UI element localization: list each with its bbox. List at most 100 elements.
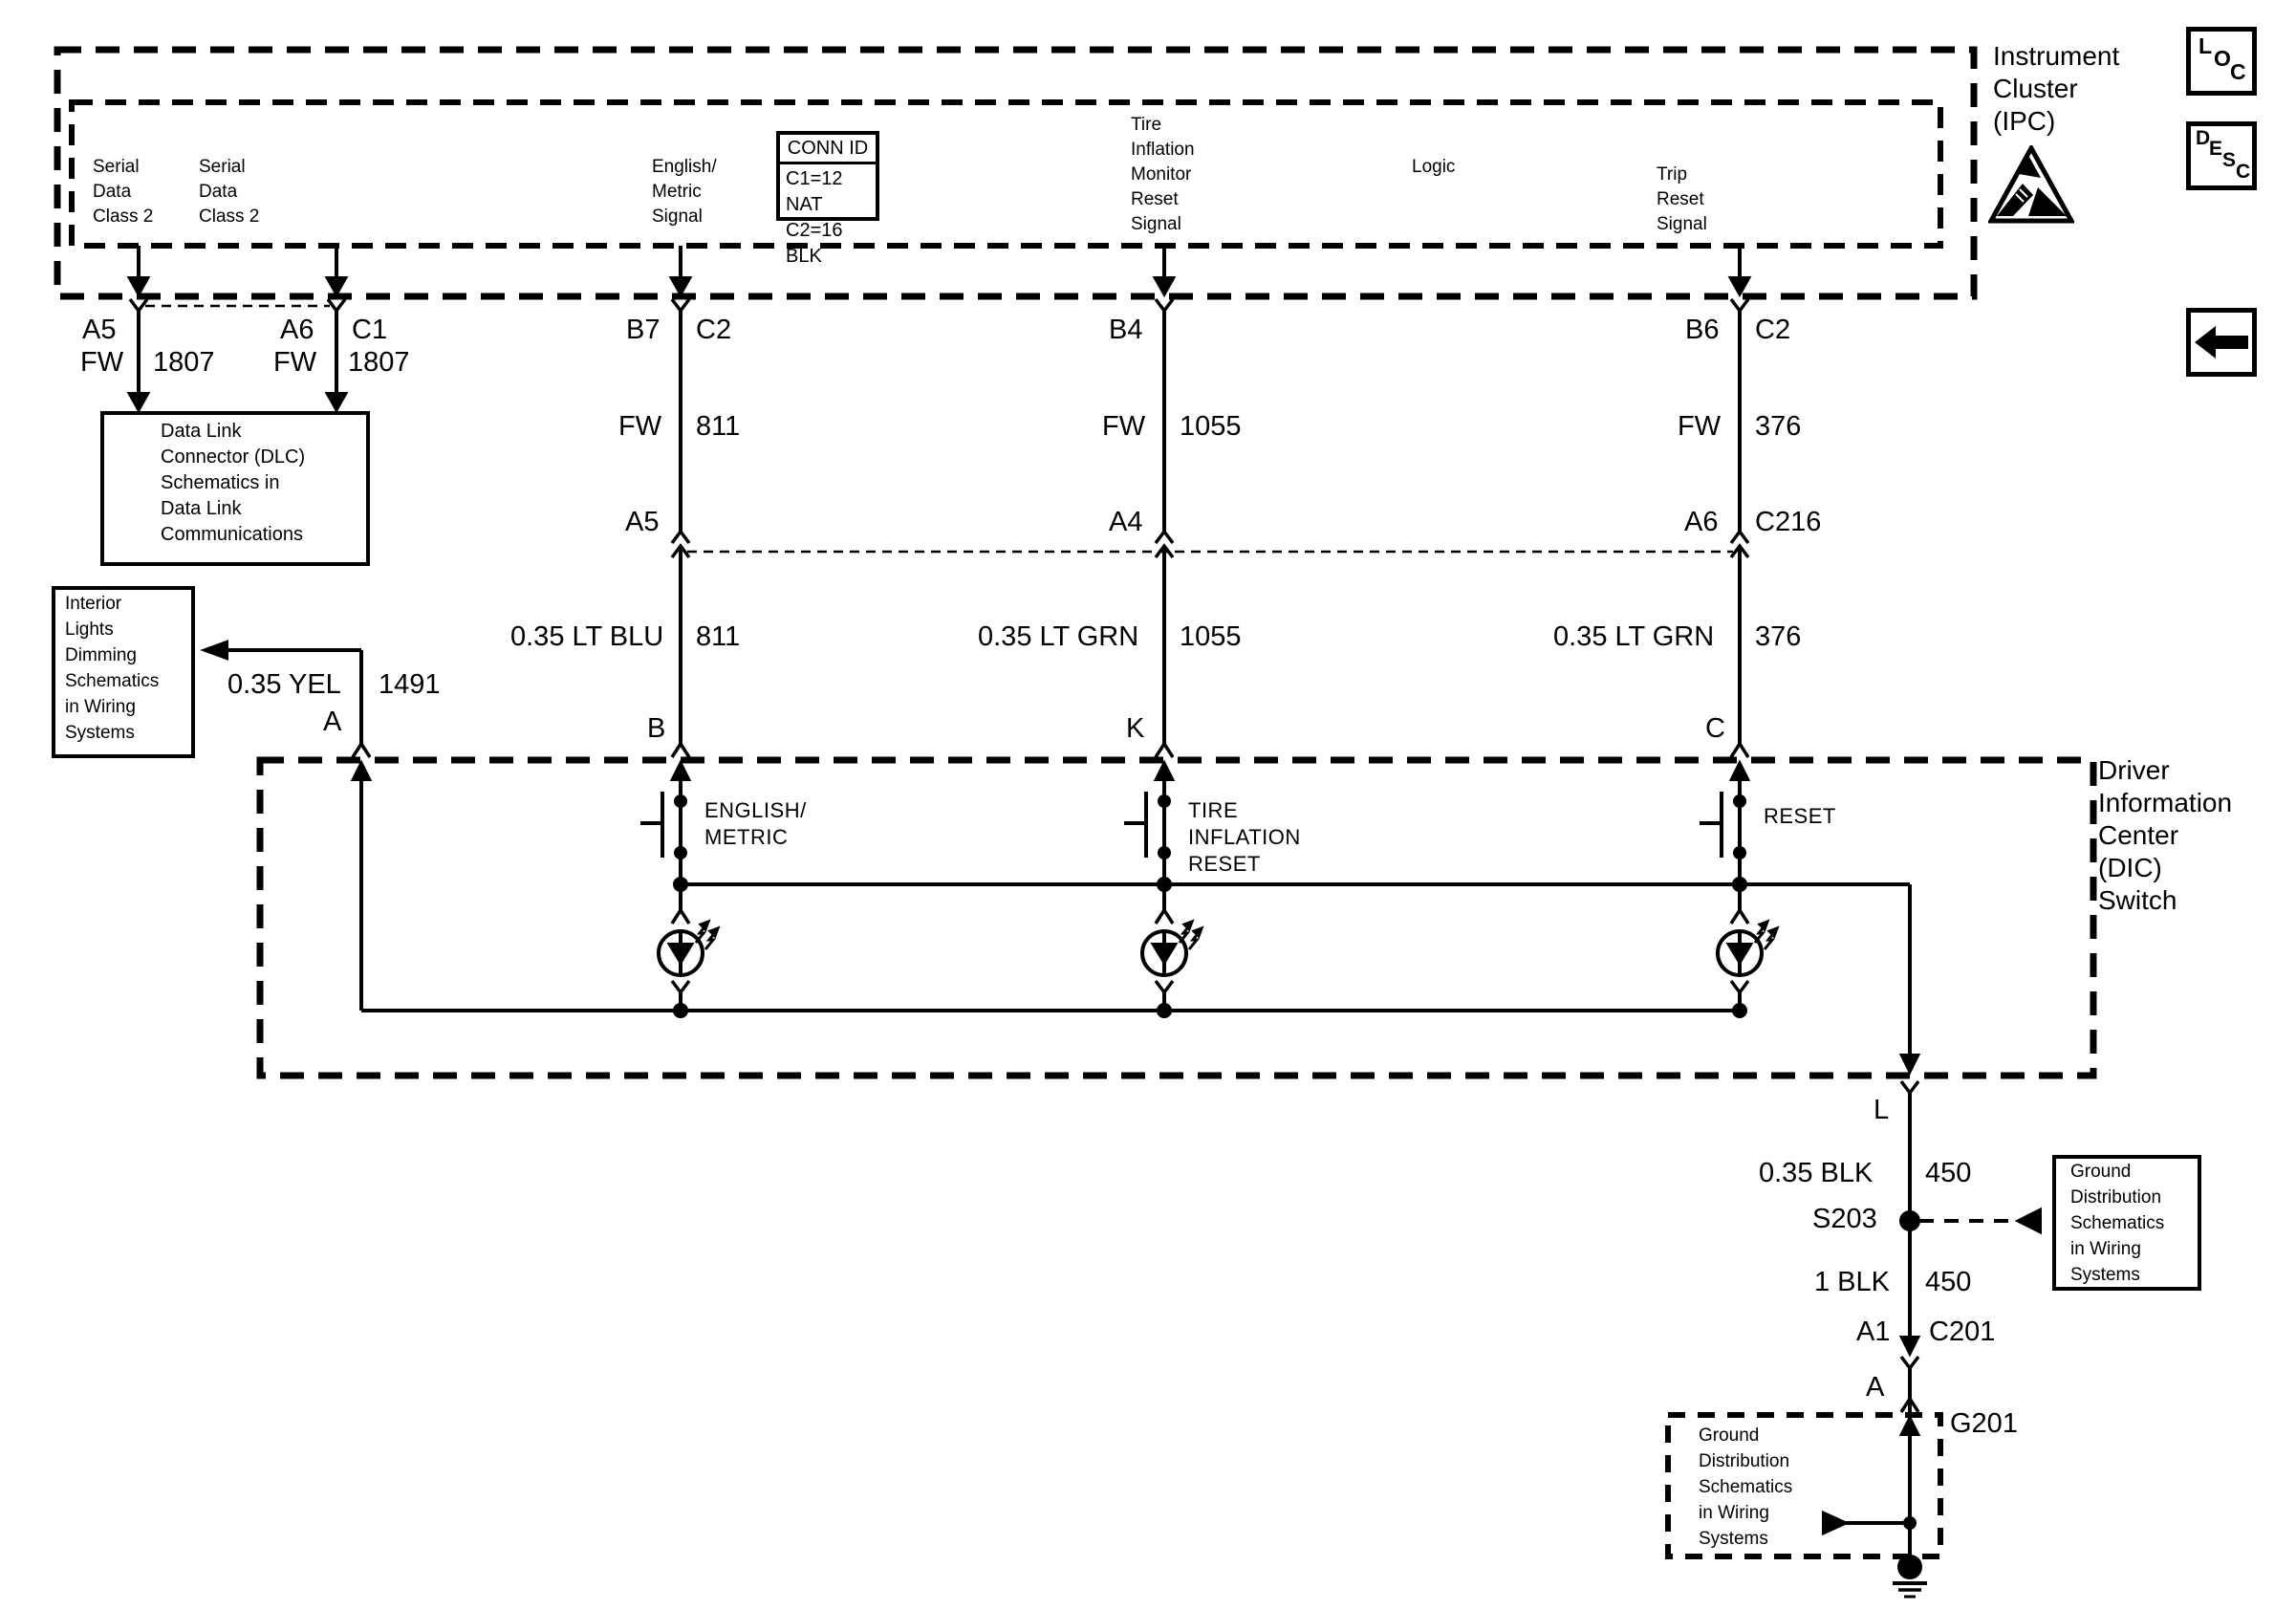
switch-label-english-metric: ENGLISH/ METRIC <box>704 798 807 849</box>
conn-id-c216: C216 <box>1755 507 1822 537</box>
pin-label-b7: B7 <box>626 315 661 345</box>
led-emission-arrows-icon <box>694 919 721 950</box>
circuit-blk-lower: 450 <box>1925 1267 1972 1297</box>
dic-switch-tire-inflation[interactable] <box>1124 759 1176 925</box>
circuit-trip-lower: 376 <box>1755 621 1802 652</box>
circuit-tire-upper: 1055 <box>1180 411 1242 442</box>
wire-type-tire: FW <box>1102 411 1146 442</box>
led-emission-arrows-icon <box>1753 919 1780 950</box>
conn-label-b6-c2: C2 <box>1755 315 1791 345</box>
dic-title: Driver Information Center (DIC) Switch <box>2098 755 2233 915</box>
wire-trip-reset <box>1729 311 1750 758</box>
circuit-blk-upper: 450 <box>1925 1158 1972 1188</box>
desc-letter-e: E <box>2209 138 2223 160</box>
dic-switch-reset[interactable] <box>1700 759 1751 925</box>
loc-letter-c: C <box>2230 59 2246 84</box>
ground-distribution-right-text: Ground Distribution Schematics in Wiring… <box>2070 1162 2165 1285</box>
signal-serial-data-1: Serial Data Class 2 <box>93 157 154 227</box>
ground-distribution-bottom-text: Ground Distribution Schematics in Wiring… <box>1699 1425 1793 1549</box>
signal-tire-inflation: Tire Inflation Monitor Reset Signal <box>1131 115 1195 234</box>
dlc-reference-box <box>100 411 370 566</box>
desc-button[interactable]: D E S C <box>2186 121 2257 190</box>
esd-sensitive-icon <box>1988 145 2074 224</box>
wire-color-blk-upper: 0.35 BLK <box>1759 1158 1874 1188</box>
ipc-signal-arrows <box>126 246 1752 298</box>
pin-label-b6: B6 <box>1685 315 1720 345</box>
ipc-title: Instrument Cluster (IPC) <box>1993 41 2120 136</box>
wire-english-metric <box>670 311 691 758</box>
loc-button[interactable]: L O C <box>2186 27 2257 96</box>
wire-tire-inflation <box>1154 311 1175 758</box>
wire-type-english: FW <box>618 411 662 442</box>
led-emission-arrows-icon <box>1178 919 1204 950</box>
wire-color-blk-lower: 1 BLK <box>1814 1267 1890 1297</box>
wire-color-lt-grn-2: 0.35 LT GRN <box>1553 621 1715 652</box>
conn-id-c201: C201 <box>1929 1316 1996 1347</box>
loc-letter-l: L <box>2199 33 2213 58</box>
dlc-reference-text: Data Link Connector (DLC) Schematics in … <box>161 421 306 545</box>
conn-pin-a5: A5 <box>625 507 660 537</box>
signal-english-metric: English/ Metric Signal <box>652 157 717 227</box>
conn-pin-a4: A4 <box>1109 507 1143 537</box>
loc-letter-o: O <box>2214 46 2231 71</box>
wire-ground-path <box>1822 1079 2042 1556</box>
circuit-serial2: 1807 <box>348 347 410 378</box>
circuit-tire-lower: 1055 <box>1180 621 1242 652</box>
desc-letter-d: D <box>2196 127 2211 149</box>
conn-id-table: CONN ID C1=12 NAT C2=16 BLK <box>776 131 879 267</box>
back-button[interactable] <box>2186 308 2257 377</box>
dic-switch-english-metric[interactable] <box>640 759 692 925</box>
dic-box <box>256 756 2097 1079</box>
ground-distribution-right-box <box>2052 1155 2201 1291</box>
interior-lights-reference-box <box>52 586 195 758</box>
wire-type-serial1: FW <box>80 347 124 378</box>
ground-symbol-g201 <box>1893 1555 1927 1599</box>
g201-box <box>1665 1412 1943 1559</box>
conn-label-b7-c2: C2 <box>696 315 732 345</box>
conn-pin-a6: A6 <box>1684 507 1719 537</box>
conn-pin-a-bottom: A <box>1866 1372 1885 1403</box>
wire-color-lt-blu: 0.35 LT BLU <box>510 621 664 652</box>
dic-led-english-metric <box>657 919 721 1018</box>
dic-led-reset <box>1716 919 1780 1018</box>
ground-label-g201: G201 <box>1950 1408 2018 1439</box>
dic-pin-k: K <box>1126 713 1145 744</box>
switch-label-reset: RESET <box>1764 804 1836 828</box>
conn-id-title: CONN ID <box>780 135 876 164</box>
signal-logic: Logic <box>1412 157 1456 177</box>
wire-serial-data-1 <box>126 311 151 414</box>
wire-serial-data-2 <box>324 311 349 414</box>
dic-pin-c: C <box>1705 713 1725 744</box>
pin-label-a5: A5 <box>82 315 117 345</box>
circuit-dimming: 1491 <box>379 669 441 700</box>
back-arrow-icon <box>2195 326 2248 359</box>
conn-label-c1: C1 <box>352 315 388 345</box>
dic-led-return-bus <box>361 1003 1740 1018</box>
circuit-serial1: 1807 <box>153 347 215 378</box>
dic-switch-output-bus <box>681 877 1921 1076</box>
dic-pin-b: B <box>647 713 666 744</box>
wire-color-lt-grn-1: 0.35 LT GRN <box>978 621 1139 652</box>
wire-type-serial2: FW <box>273 347 317 378</box>
switch-label-tire-inflation: TIRE INFLATION RESET <box>1188 798 1301 876</box>
desc-letter-c: C <box>2236 161 2251 183</box>
pin-label-b4: B4 <box>1109 315 1143 345</box>
wire-dimming <box>200 640 372 758</box>
desc-letter-s: S <box>2222 149 2237 171</box>
conn-pin-a1: A1 <box>1856 1316 1891 1347</box>
wire-color-yel: 0.35 YEL <box>227 669 341 700</box>
ipc-outer-box <box>54 46 1978 300</box>
dic-pin-a-branch <box>350 759 373 1011</box>
signal-serial-data-2: Serial Data Class 2 <box>199 157 260 227</box>
wire-type-trip: FW <box>1678 411 1722 442</box>
dic-led-tire-inflation <box>1140 919 1204 1018</box>
signal-trip-reset: Trip Reset Signal <box>1657 164 1707 234</box>
dic-pin-a: A <box>323 707 342 737</box>
dic-pin-l: L <box>1874 1095 1890 1125</box>
ipc-connector-forks <box>128 297 1750 314</box>
circuit-english-lower: 811 <box>696 621 741 652</box>
circuit-trip-upper: 376 <box>1755 411 1802 442</box>
circuit-english-upper: 811 <box>696 411 741 442</box>
